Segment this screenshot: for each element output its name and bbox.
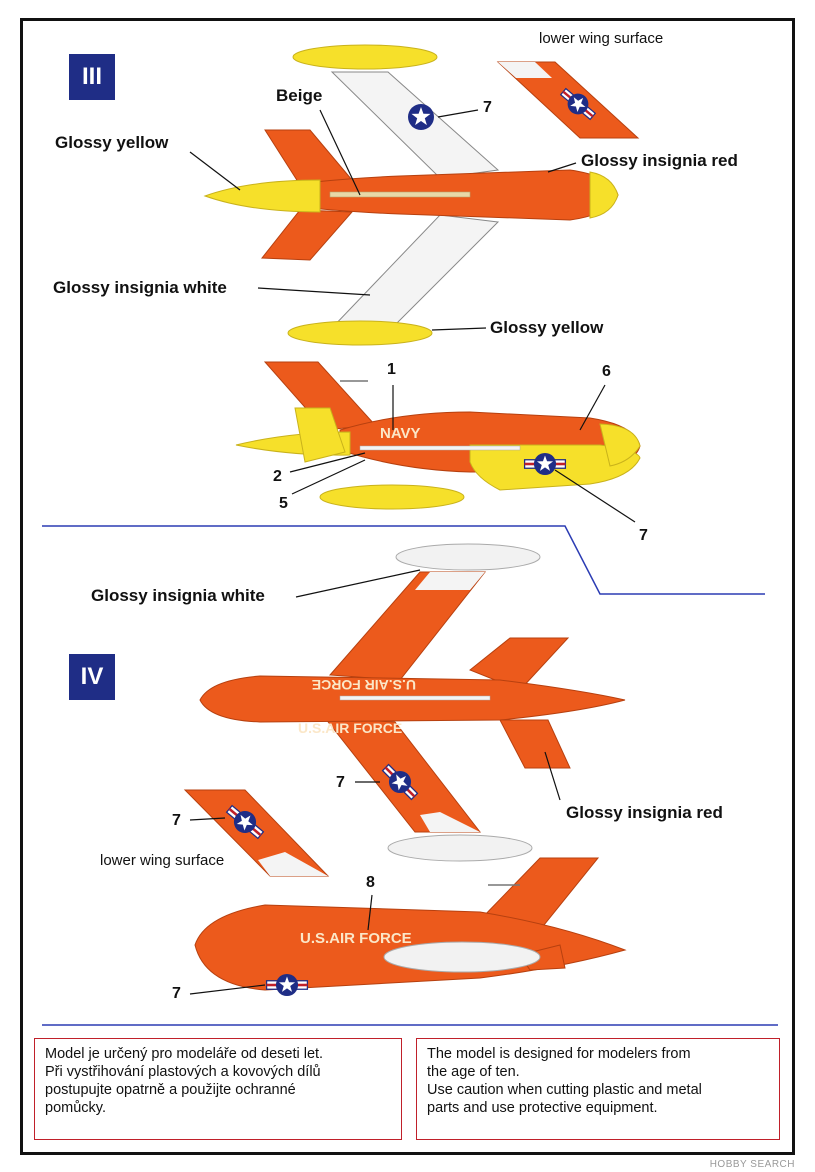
scheme-iii-lower-wing-label: lower wing surface (539, 30, 664, 47)
scheme-iv-top-marking: U.S.AIR FORCE (298, 720, 402, 736)
scheme-iii-lower-wing-surface (496, 61, 640, 139)
scheme-iv-callout-7-lower-wing: 7 (172, 812, 181, 829)
scheme-iv-side-view: U.S.AIR FORCE (194, 857, 627, 996)
scheme-iv-side-leader-lines (189, 894, 373, 995)
scheme-iv-callout-7-wing: 7 (336, 774, 345, 791)
scheme-iv-lower-wing-label: lower wing surface (100, 852, 225, 869)
czech-note-line: postupujte opatrně a použijte ochranné (45, 1082, 296, 1098)
scheme-iv-glossy-insignia-white-label: Glossy insignia white (91, 586, 265, 605)
english-safety-note: The model is designed for modelers from … (416, 1038, 780, 1140)
scheme-iv-top-view: U.S.AIR FORCE U.S.AIR FORCE (199, 543, 626, 862)
scheme-iii-callout-7-top: 7 (483, 99, 492, 116)
scheme-iv-badge: IV (69, 654, 115, 700)
scheme-iii-side-leader-lines (289, 384, 636, 523)
english-note-line: The model is designed for modelers from (427, 1046, 691, 1062)
scheme-iii-badge: III (69, 54, 115, 100)
english-note-line: the age of ten. (427, 1064, 520, 1080)
czech-note-line: Model je určený pro modeláře od deseti l… (45, 1046, 324, 1062)
scheme-iv-leader-lines (189, 569, 561, 821)
czech-note-line: pomůcky. (45, 1100, 106, 1116)
scheme-divider-line (42, 525, 765, 595)
scheme-iii-callout-1: 1 (387, 361, 396, 378)
scheme-iii-callout-5: 5 (279, 495, 288, 512)
english-note-line: parts and use protective equipment. (427, 1100, 658, 1116)
scheme-iii-navy-marking: NAVY (380, 425, 421, 442)
czech-note-line: Při vystřihování plastových a kovových d… (45, 1064, 321, 1080)
scheme-iii-glossy-insignia-red-label: Glossy insignia red (581, 151, 738, 170)
scheme-iv-top-marking-mirrored: U.S.AIR FORCE (312, 677, 416, 693)
scheme-iii-side-view: NAVY (235, 361, 641, 510)
scheme-iii-leader-lines (189, 109, 577, 331)
scheme-iii-glossy-insignia-white-label: Glossy insignia white (53, 278, 227, 297)
scheme-iii-glossy-yellow-nose-label: Glossy yellow (55, 133, 169, 152)
scheme-iii-callout-7-side: 7 (639, 527, 648, 544)
scheme-iv-callout-8: 8 (366, 874, 375, 891)
scheme-iii-glossy-yellow-tank-label: Glossy yellow (490, 318, 604, 337)
scheme-iv-side-marking: U.S.AIR FORCE (300, 930, 412, 947)
scheme-iv-lower-wing-surface (183, 789, 330, 877)
scheme-iv-callout-7-side: 7 (172, 985, 181, 1002)
english-note-line: Use caution when cutting plastic and met… (427, 1082, 702, 1098)
scheme-iii-beige-label: Beige (276, 86, 323, 105)
scheme-iii-callout-6: 6 (602, 363, 611, 380)
scheme-iv-glossy-insignia-red-label: Glossy insignia red (566, 803, 723, 822)
scheme-iii-callout-2: 2 (273, 468, 282, 485)
czech-safety-note: Model je určený pro modeláře od deseti l… (34, 1038, 402, 1140)
watermark: HOBBY SEARCH (709, 1159, 795, 1170)
